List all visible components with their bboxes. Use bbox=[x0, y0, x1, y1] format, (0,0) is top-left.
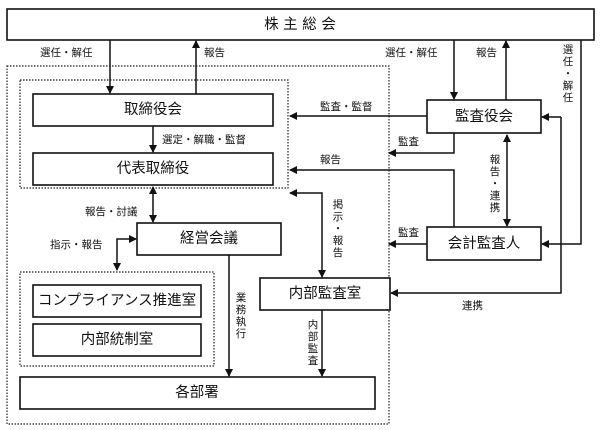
arrow-report-mid bbox=[289, 166, 455, 227]
vertical-label-char: 告 bbox=[333, 246, 344, 259]
arrow-post-report bbox=[289, 189, 326, 278]
vertical-label-char: 部 bbox=[308, 330, 319, 343]
vertical-label-char: 報 bbox=[490, 154, 501, 166]
vertical-label-char: 行 bbox=[236, 327, 247, 340]
label-appoint-dismiss-vertical: 選任・解任 bbox=[563, 43, 574, 104]
vertical-label-char: 任 bbox=[563, 55, 574, 68]
departments-box: 各部署 bbox=[19, 376, 376, 410]
accounting-auditor-label: 会計監査人 bbox=[448, 235, 521, 252]
vertical-label-char: 任 bbox=[563, 91, 574, 104]
arrow-cooperate-internal-audit bbox=[390, 117, 562, 297]
representative-director-label: 代表取締役 bbox=[117, 160, 190, 177]
compliance-office-box: コンプライアンス推進室 bbox=[32, 284, 202, 318]
label-post-report: 掲示・報告 bbox=[333, 199, 344, 259]
accounting-auditor-box: 会計監査人 bbox=[426, 226, 542, 261]
arrow-appoint-accounting-auditor bbox=[541, 40, 582, 248]
board-box: 取締役会 bbox=[32, 93, 274, 127]
vertical-label-char: 執 bbox=[236, 315, 247, 328]
vertical-label-char: 報 bbox=[333, 235, 344, 247]
vertical-label-char: 示 bbox=[333, 211, 344, 223]
internal-control-office-label: 内部統制室 bbox=[81, 331, 154, 348]
management-meeting-box: 経営会議 bbox=[136, 222, 282, 256]
label-report-cooperate: 報告・連携 bbox=[490, 154, 501, 214]
vertical-label-char: 務 bbox=[236, 303, 247, 316]
vertical-label-char: 携 bbox=[490, 201, 501, 214]
vertical-label-char: ・ bbox=[333, 223, 344, 235]
label-audit-2: 監査 bbox=[398, 226, 419, 239]
label-report-left: 報告 bbox=[204, 46, 225, 59]
vertical-label-char: 業 bbox=[236, 291, 247, 304]
vertical-label-char: 解 bbox=[563, 79, 574, 92]
vertical-label-char: 査 bbox=[308, 354, 319, 367]
board-label: 取締役会 bbox=[124, 101, 182, 118]
vertical-label-char: ・ bbox=[563, 68, 574, 80]
internal-audit-office-label: 内部監査室 bbox=[289, 285, 362, 302]
label-appoint-dismiss-right: 選任・解任 bbox=[385, 46, 438, 59]
label-cooperate: 連携 bbox=[462, 299, 483, 312]
compliance-group bbox=[19, 271, 215, 367]
vertical-label-char: 監 bbox=[308, 342, 319, 355]
vertical-label-char: 内 bbox=[308, 318, 319, 331]
label-select-dismiss-supervise: 選定・解職・監督 bbox=[162, 133, 246, 146]
label-instruct-report: 指示・報告 bbox=[50, 238, 103, 251]
label-internal-audit: 内部監査 bbox=[308, 318, 319, 367]
departments-label: 各部署 bbox=[175, 384, 219, 401]
label-report-mid: 報告 bbox=[320, 153, 341, 166]
representative-director-box: 代表取締役 bbox=[32, 152, 274, 186]
shareholders-meeting-box: 株 主 総 会 bbox=[6, 8, 595, 41]
label-appoint-dismiss-left: 選任・解任 bbox=[40, 46, 93, 59]
label-report-right: 報告 bbox=[476, 46, 497, 59]
vertical-label-char: 告 bbox=[490, 165, 501, 178]
label-report-discuss: 報告・討議 bbox=[85, 205, 138, 218]
compliance-office-label: コンプライアンス推進室 bbox=[38, 292, 196, 309]
shareholders-meeting-label: 株 主 総 会 bbox=[264, 16, 336, 33]
audit-board-label: 監査役会 bbox=[455, 108, 513, 125]
audit-board-box: 監査役会 bbox=[426, 99, 542, 134]
vertical-label-char: 連 bbox=[490, 189, 501, 202]
internal-control-office-box: 内部統制室 bbox=[32, 323, 202, 357]
management-meeting-label: 経営会議 bbox=[180, 229, 238, 247]
vertical-label-char: ・ bbox=[490, 178, 501, 190]
label-audit-1: 監査 bbox=[398, 135, 419, 148]
arrow-instruct-report bbox=[113, 235, 137, 271]
arrow-audit-1 bbox=[388, 133, 455, 157]
vertical-label-char: 選 bbox=[563, 43, 574, 56]
internal-audit-office-box: 内部監査室 bbox=[259, 277, 391, 311]
label-audit-supervise: 監査・監督 bbox=[320, 100, 373, 113]
vertical-label-char: 掲 bbox=[333, 199, 344, 211]
